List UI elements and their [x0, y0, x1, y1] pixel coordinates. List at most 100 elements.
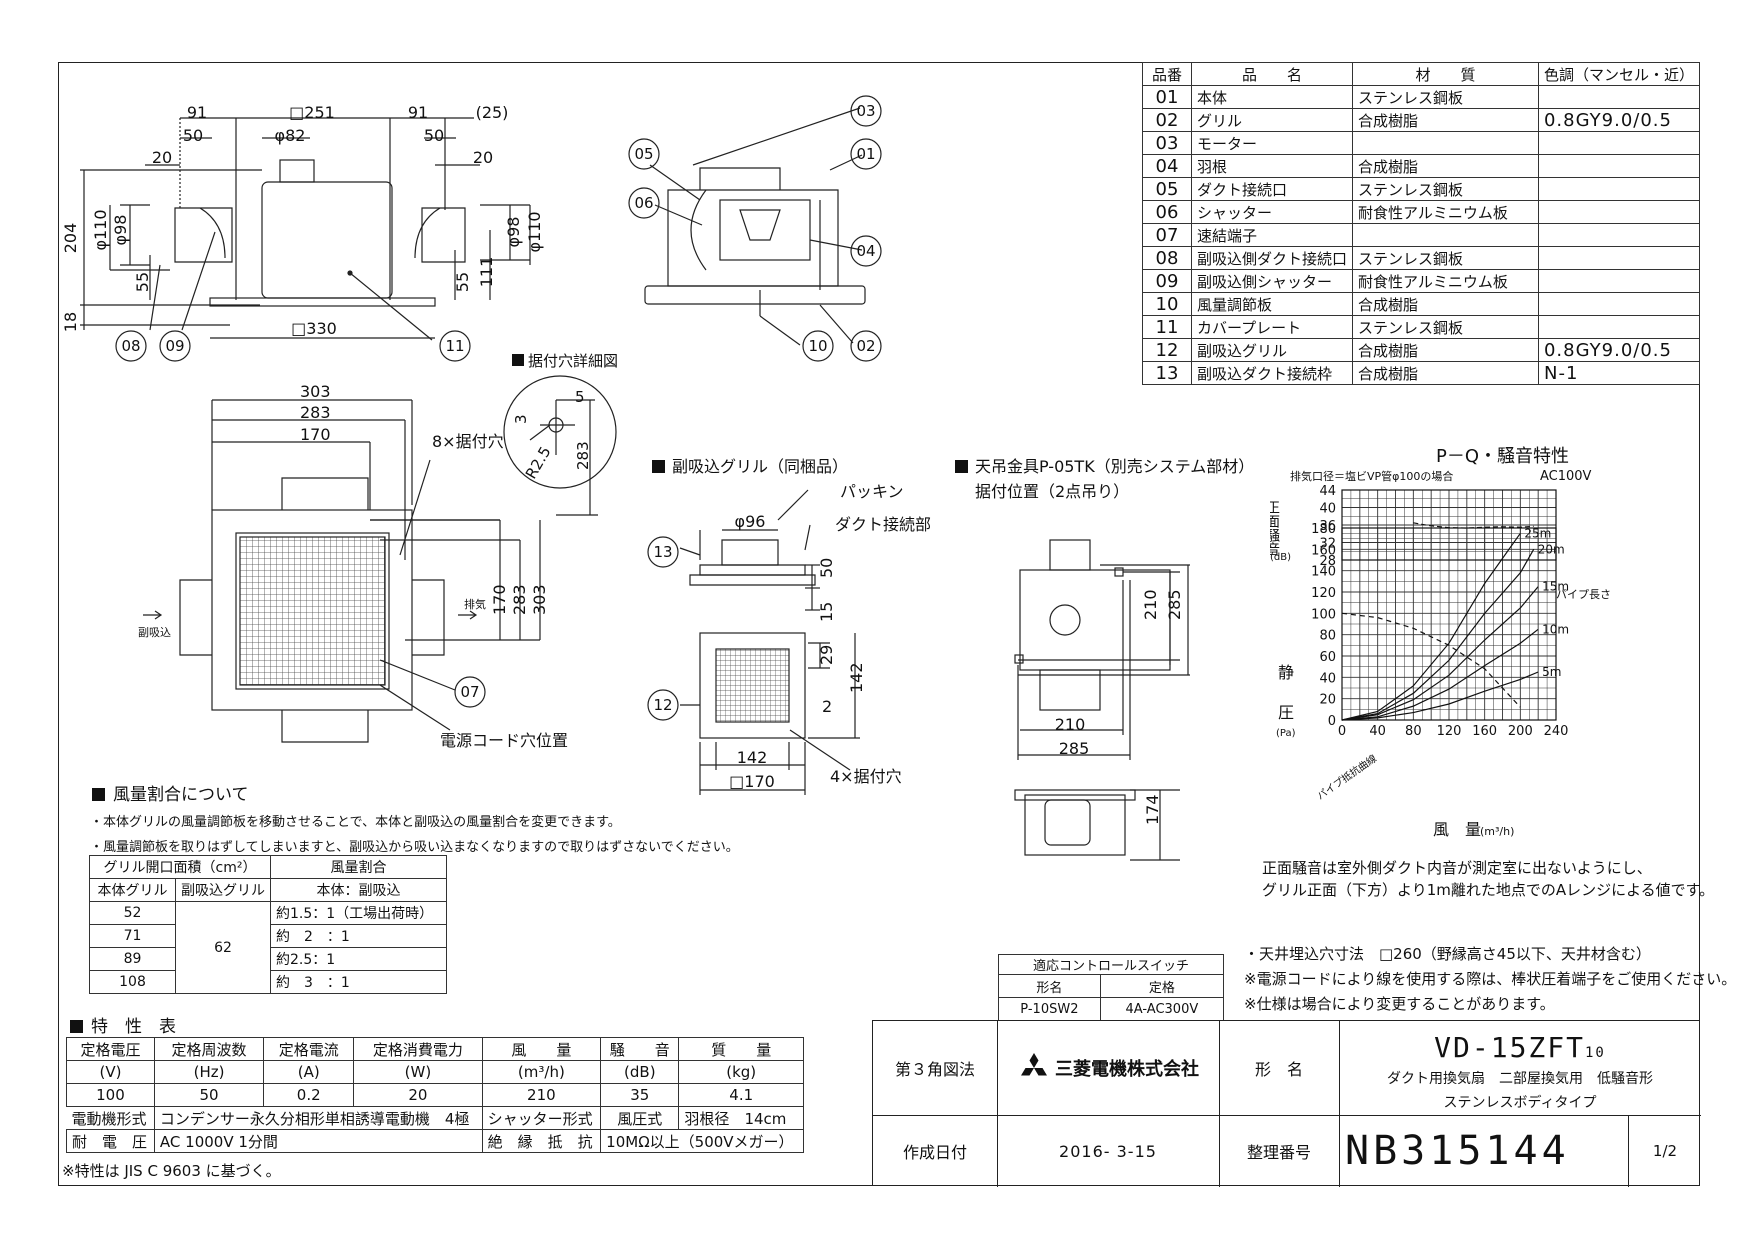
- pq-ytick-label: 120: [1311, 586, 1336, 601]
- pq-noise-unit: (dB): [1270, 552, 1291, 563]
- parts-cell-color: [1537, 154, 1701, 178]
- hanger-subtitle: 据付位置（2点吊り）: [975, 482, 1129, 501]
- airflow-ratio-4: 約 3 ：1: [270, 970, 447, 994]
- sub-label-holes: 4×据付穴: [830, 767, 902, 786]
- sub-grille-drawing: [679, 489, 860, 795]
- parts-cell-name: 副吸込ダクト接続枠: [1190, 361, 1354, 385]
- front-view: [80, 117, 531, 341]
- sub-dim-170: □170: [729, 772, 775, 791]
- projection: 第３角図法: [873, 1021, 998, 1116]
- parts-cell-color: 0.8GY9.0/0.5: [1537, 108, 1701, 132]
- parts-cell-no: 04: [1142, 154, 1192, 178]
- spec-units-cell: (W): [353, 1060, 483, 1084]
- hole-detail-title: 据付穴詳細図: [528, 352, 618, 370]
- hanger-dim-285h: 285: [1059, 739, 1090, 758]
- spec-blade-value: 14cm: [744, 1109, 787, 1128]
- airflow-main-4: 108: [89, 970, 176, 994]
- dim-18: 18: [61, 312, 80, 332]
- specs-title: 特 性 表: [91, 1017, 176, 1037]
- spec-values-cell: 4.1: [678, 1083, 804, 1107]
- noise-tick-label: 28: [1319, 554, 1336, 569]
- plan-view-text: 303 283 170 8×据付穴 170 283 303 排気 副吸込 電源コ…: [138, 382, 568, 750]
- dim-204: 204: [61, 223, 80, 254]
- parts-cell-material: ステンレス鋼板: [1352, 246, 1539, 270]
- plan-vdim-303: 303: [530, 584, 549, 615]
- parts-cell-color: [1537, 177, 1701, 201]
- dim-110b: φ110: [525, 211, 544, 252]
- section-marker: [92, 788, 105, 801]
- airflow-ratio-title: 風量割合について: [113, 785, 249, 805]
- sub-grille-packing: パッキン: [840, 482, 904, 501]
- airflow-main-2: 71: [89, 924, 176, 948]
- pq-ytick-label: 180: [1311, 522, 1336, 537]
- pq-xtick-label: 200: [1508, 724, 1533, 739]
- parts-cell-no: 08: [1142, 246, 1192, 270]
- noise-curve-line: [1413, 522, 1534, 529]
- spec-values-cell: 50: [153, 1083, 265, 1107]
- plan-label-cord: 電源コード穴位置: [440, 731, 568, 750]
- drawing-number: NB315144: [1339, 1115, 1629, 1187]
- sub-dim-142v: 142: [847, 662, 866, 693]
- dim-111: 111: [477, 257, 496, 288]
- date-label: 作成日付: [873, 1115, 998, 1187]
- install-note-2: ※電源コードにより線を使用する際は、棒状圧着端子をご使用ください。: [1244, 970, 1737, 988]
- side-view: [644, 107, 866, 346]
- airflow-ratio-1: 約1.5：1（工場出荷時）: [270, 901, 447, 925]
- airflow-main-1: 52: [89, 901, 176, 925]
- spec-motor-label: 電動機形式: [66, 1106, 155, 1130]
- plan-label-sub-intake: 副吸込: [138, 626, 171, 639]
- parts-cell-name: 副吸込グリル: [1190, 338, 1354, 362]
- callout-12: 12: [653, 696, 672, 714]
- callout-labels: 08 09 11 03 05 01 06 04 10 02 07 13 12: [121, 102, 875, 714]
- company-name: 三菱電機株式会社: [1055, 1059, 1199, 1080]
- section-marker: [70, 1020, 83, 1033]
- parts-cell-name: グリル: [1190, 108, 1354, 132]
- sub-grille-text: 副吸込グリル（同梱品） パッキン ダクト接続部 φ96 50 15 29 142…: [652, 457, 931, 791]
- pipe-curve-25m: [1341, 532, 1521, 721]
- dim-91b: 91: [408, 103, 428, 122]
- callout-05: 05: [634, 145, 653, 163]
- spec-shutter-label: シャッター形式: [481, 1106, 602, 1130]
- parts-cell-no: 07: [1142, 223, 1192, 247]
- parts-cell-name: 風量調節板: [1190, 292, 1354, 316]
- company-cell: 三菱電機株式会社: [997, 1021, 1220, 1116]
- pipe-curve-5m: [1341, 671, 1539, 721]
- pq-pipe-resist: パイプ抵抗曲線: [1314, 752, 1379, 803]
- callout-13: 13: [653, 543, 672, 561]
- spec-withstand-label: 耐 電 圧: [66, 1129, 155, 1153]
- switch-col-model: 形名: [998, 974, 1101, 998]
- install-note-3: ※仕様は場合により変更することがあります。: [1244, 995, 1555, 1013]
- noise-tick-label: 40: [1319, 502, 1336, 517]
- airflow-sub-ratio: 本体：副吸込: [270, 878, 447, 902]
- sub-dim-142h: 142: [737, 748, 768, 767]
- hole-dim-r: R2.5: [522, 443, 555, 482]
- parts-cell-no: 02: [1142, 108, 1192, 132]
- dim-25: (25): [476, 103, 509, 122]
- plan-dim-170: 170: [300, 425, 331, 444]
- spec-headers-cell: 質 量: [678, 1037, 804, 1061]
- airflow-sub-sub: 副吸込グリル: [175, 878, 271, 902]
- airflow-note-1: ・本体グリルの風量調節板を移動させることで、本体と副吸込の風量割合を変更できます…: [90, 815, 621, 830]
- specs-table: 定格電圧定格周波数定格電流定格消費電力風 量騒 音質 量 (V)(Hz)(A)(…: [66, 1037, 804, 1153]
- parts-cell-color: [1537, 85, 1701, 109]
- airflow-sub-value: 62: [175, 901, 271, 994]
- pq-notes: 正面騒音は室外側ダクト内音が測定室に出ないようにし、 グリル正面（下方）より1m…: [1262, 857, 1714, 901]
- sub-dim-50: 50: [817, 558, 836, 578]
- callout-10: 10: [808, 337, 827, 355]
- sub-dim-15: 15: [817, 602, 836, 622]
- spec-values-cell: 0.2: [263, 1083, 355, 1107]
- spec-motor-value: コンデンサー永久分相形単相誘導電動機 4極: [153, 1106, 483, 1130]
- parts-header-name: 品 名: [1190, 62, 1354, 86]
- plan-vdim-283: 283: [510, 584, 529, 615]
- pipe-curve-10m: [1341, 628, 1539, 721]
- hole-detail-text: 据付穴詳細図 5 3 R2.5 283: [512, 352, 618, 482]
- callout-08: 08: [121, 337, 140, 355]
- pq-ytick-label: 140: [1311, 565, 1336, 580]
- callout-03: 03: [856, 102, 875, 120]
- dim-98a: φ98: [111, 215, 130, 246]
- dim-50b: 50: [424, 126, 444, 145]
